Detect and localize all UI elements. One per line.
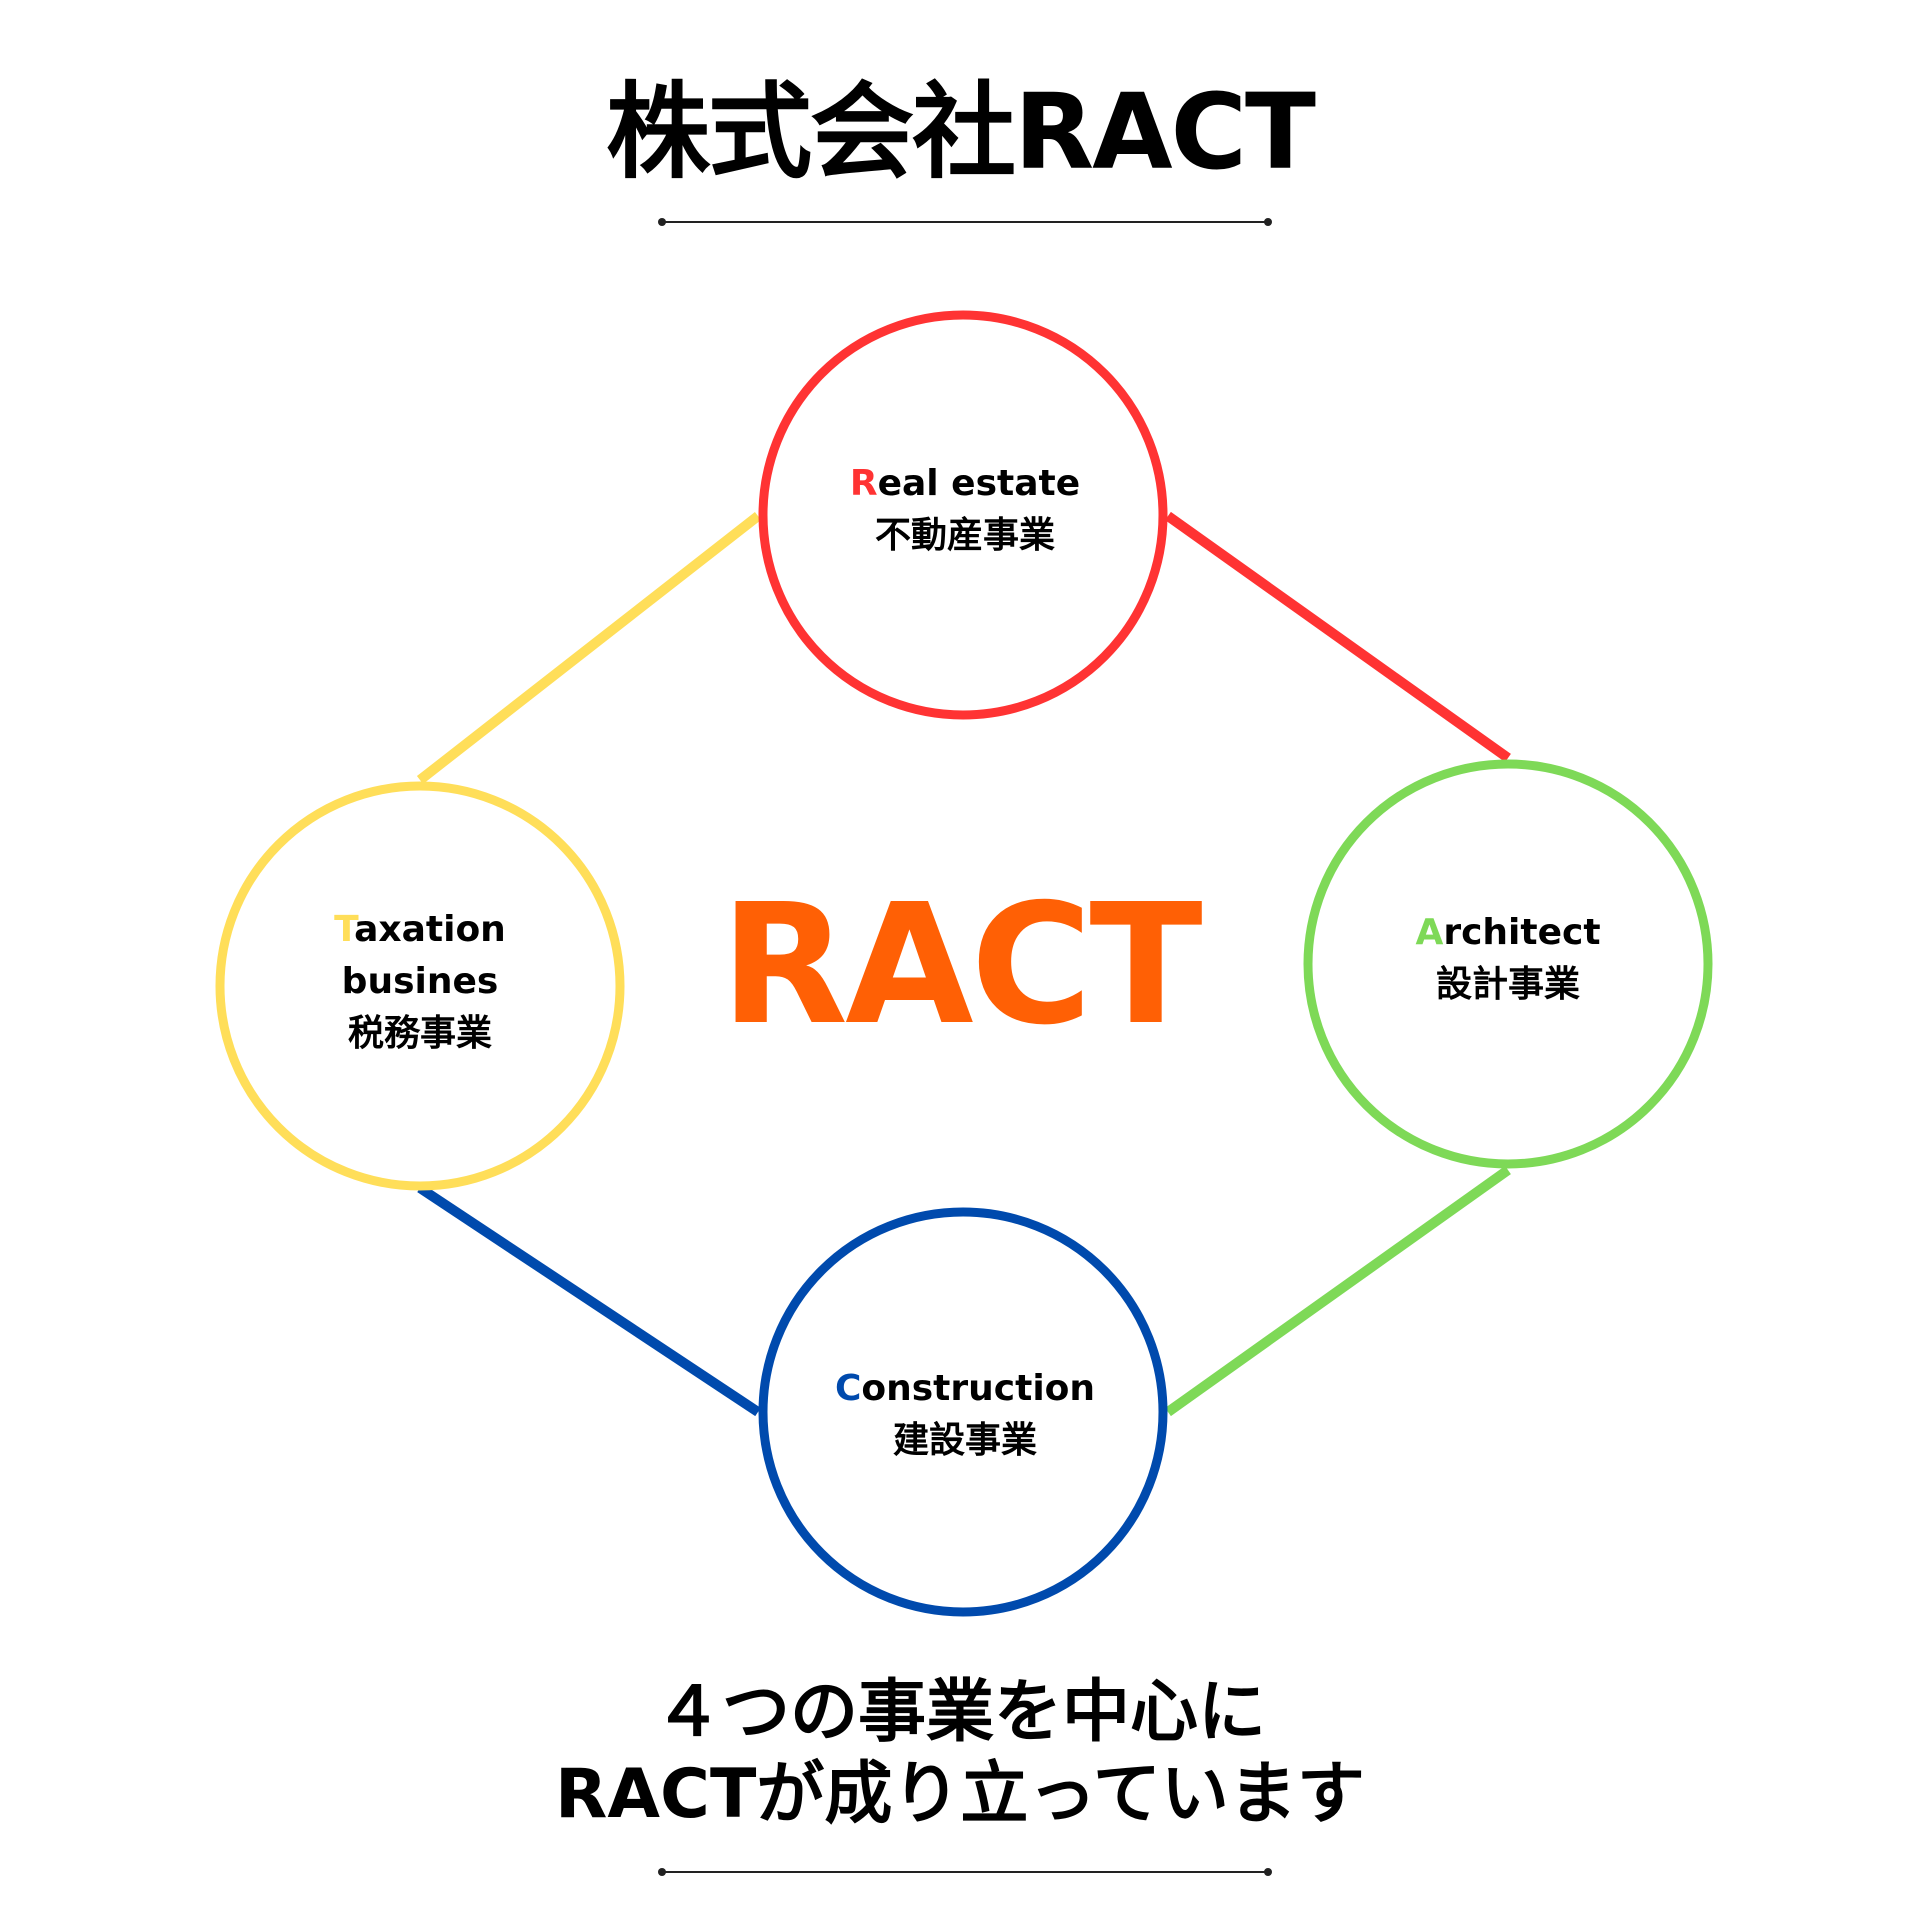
node-architect: Architect 設計事業 — [1308, 907, 1708, 1011]
circle-architect — [1303, 759, 1713, 1169]
node-real-estate: Real estate 不動産事業 — [765, 458, 1165, 562]
node-construction-initial: C — [834, 1368, 862, 1409]
tagline: ４つの事業を中心に RACTが成り立っています — [0, 1672, 1920, 1835]
node-construction-en: Construction — [765, 1363, 1165, 1415]
connector-architect-construction — [1165, 1165, 1511, 1417]
node-construction-rest: onstruction — [861, 1368, 1096, 1409]
circle-taxation — [215, 781, 625, 1191]
connector-construction-taxation — [417, 1183, 761, 1417]
node-architect-en: Architect — [1308, 907, 1708, 959]
node-taxation-jp: 税務事業 — [347, 1013, 492, 1055]
node-architect-rest: rchitect — [1443, 912, 1601, 953]
node-construction: Construction 建設事業 — [765, 1363, 1165, 1467]
circle-construction — [758, 1207, 1168, 1617]
node-taxation-en-line2: busines — [341, 961, 499, 1003]
tagline-line-1: ４つの事業を中心に — [653, 1673, 1266, 1752]
node-real-estate-en: Real estate — [765, 458, 1165, 510]
connector-real-architect — [1165, 511, 1511, 763]
node-architect-initial: A — [1415, 912, 1444, 953]
node-real-estate-initial: R — [849, 463, 878, 504]
node-architect-jp: 設計事業 — [1435, 964, 1580, 1006]
bottom-divider — [658, 1868, 1272, 1876]
node-taxation-en: Taxation — [220, 904, 620, 956]
node-taxation-rest: axation — [354, 909, 506, 950]
connector-taxation-real — [416, 512, 762, 784]
center-brand-label: RACT — [720, 869, 1202, 1062]
node-real-estate-rest: eal estate — [877, 463, 1081, 504]
node-taxation: Taxation busines 税務事業 — [220, 904, 620, 1061]
node-taxation-initial: T — [334, 909, 355, 950]
circle-real-estate — [758, 310, 1168, 720]
node-construction-jp: 建設事業 — [892, 1420, 1037, 1462]
top-divider — [658, 218, 1272, 226]
tagline-line-2: RACTが成り立っています — [555, 1754, 1365, 1834]
node-real-estate-jp: 不動産事業 — [874, 515, 1055, 557]
page-title: 株式会社RACT — [606, 71, 1316, 193]
